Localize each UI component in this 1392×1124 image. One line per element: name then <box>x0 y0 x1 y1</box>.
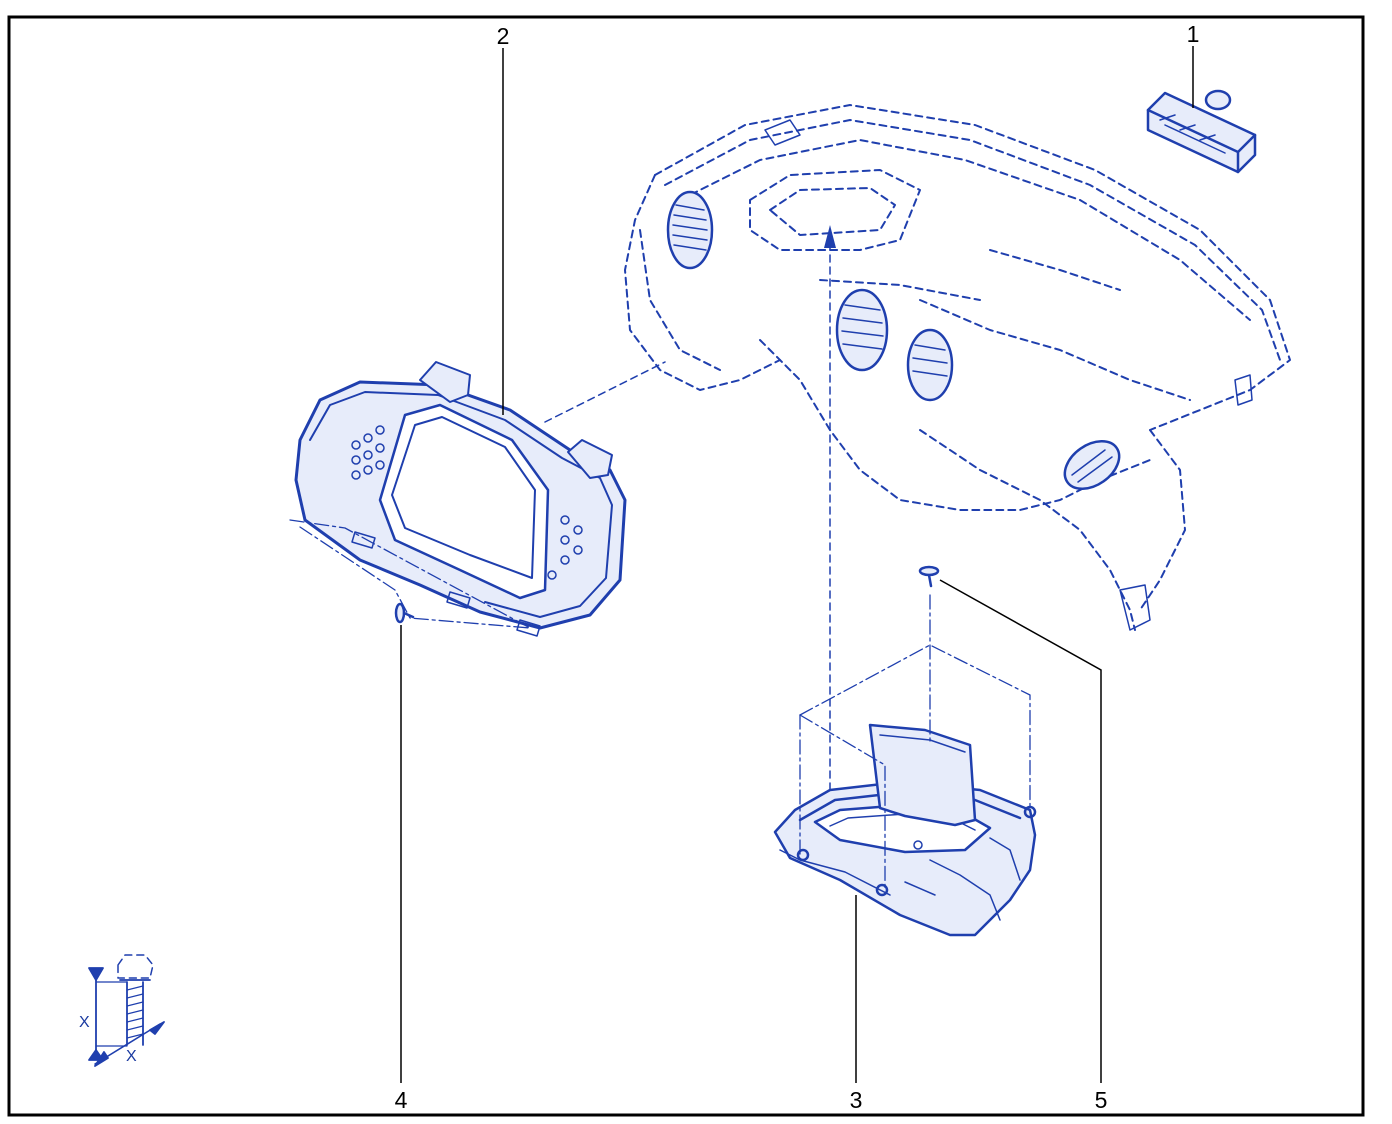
callout-number-5: 5 <box>1095 1087 1108 1113</box>
console-alignment-lines <box>799 594 1031 891</box>
callout-number-4: 4 <box>395 1087 408 1113</box>
console-insertion-arrow <box>824 225 836 791</box>
diagram-border <box>7 15 1365 1117</box>
part-4-screw <box>394 602 415 624</box>
screw-dimension-symbol <box>88 954 165 1067</box>
cluster-screw-axis-line <box>289 519 531 629</box>
cluster-alignment-line <box>544 361 666 423</box>
callout-number-2: 2 <box>497 23 510 49</box>
callout-number-3: 3 <box>850 1087 863 1113</box>
part-5-screw <box>918 565 940 588</box>
dashboard-assembly <box>624 104 1291 631</box>
leader-line-5 <box>939 579 1102 1083</box>
part-2-instrument-cluster <box>294 361 627 637</box>
dimension-label-x-horizontal: X <box>126 1048 137 1065</box>
part-3-console-unit <box>773 723 1037 937</box>
callout-number-1: 1 <box>1187 21 1200 47</box>
part-1-switch-module <box>1146 89 1257 174</box>
callout-leader-lines <box>400 46 1194 1083</box>
dimension-label-x-vertical: X <box>79 1014 90 1031</box>
